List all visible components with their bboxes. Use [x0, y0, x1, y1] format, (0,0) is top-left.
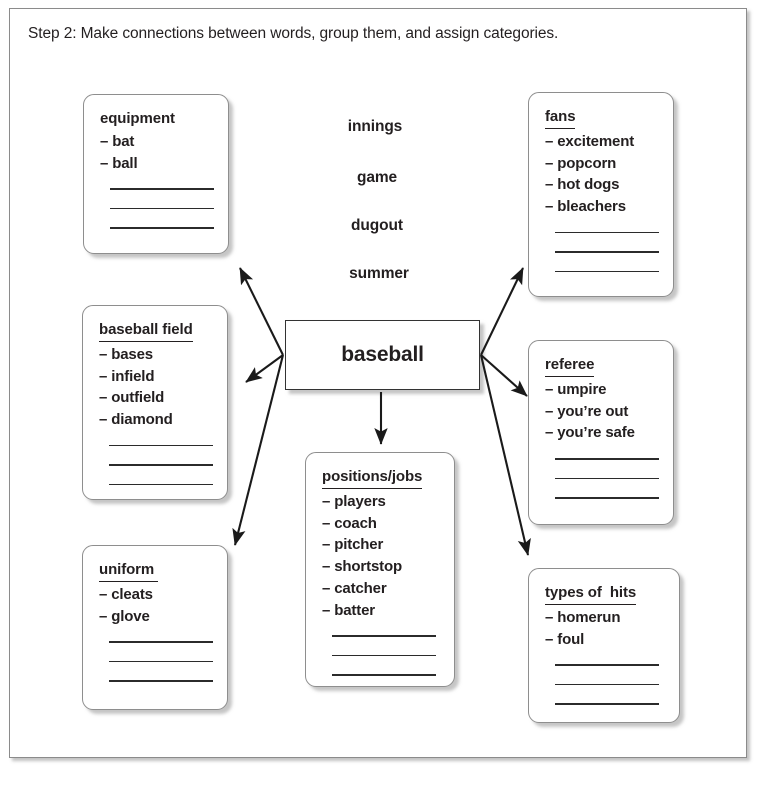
category-card-equipment[interactable]: equipment batball — [83, 94, 229, 254]
blank-lines-group — [545, 458, 663, 499]
card-content: fansexcitementpopcornhot dogsbleachers — [545, 107, 663, 273]
list-item: pitcher — [322, 534, 444, 556]
list-item: umpire — [545, 379, 663, 401]
category-item-list: basesinfieldoutfielddiamond — [99, 344, 217, 431]
blank-write-line[interactable] — [555, 683, 659, 686]
blank-write-line[interactable] — [110, 227, 214, 229]
blank-lines-group — [99, 444, 217, 486]
list-item: infield — [99, 366, 217, 388]
list-item: homerun — [545, 607, 669, 629]
card-content: types of hitshomerunfoul — [545, 583, 669, 705]
category-title: baseball field — [99, 320, 193, 342]
category-item-list: homerunfoul — [545, 607, 669, 651]
category-title: types of hits — [545, 583, 636, 605]
blank-lines-group — [545, 664, 669, 705]
floating-word[interactable]: summer — [349, 265, 409, 282]
blank-write-line[interactable] — [332, 674, 436, 676]
card-content: equipment batball — [100, 109, 218, 229]
blank-lines-group — [545, 231, 663, 273]
category-item-list: umpireyou’re outyou’re safe — [545, 379, 663, 444]
category-title: uniform — [99, 560, 159, 582]
blank-write-line[interactable] — [109, 660, 213, 663]
blank-write-line[interactable] — [555, 703, 659, 705]
list-item: foul — [545, 629, 669, 651]
blank-write-line[interactable] — [110, 188, 214, 190]
card-content: baseball fieldbasesinfieldoutfielddiamon… — [99, 320, 217, 486]
blank-lines-group — [100, 188, 218, 229]
card-content: positions/jobsplayerscoachpitchershortst… — [322, 467, 444, 676]
list-item: shortstop — [322, 556, 444, 578]
list-item: you’re out — [545, 401, 663, 423]
floating-word[interactable]: innings — [347, 118, 403, 135]
category-title: referee — [545, 355, 594, 377]
blank-write-line[interactable] — [110, 207, 214, 210]
page-title: Step 2: Make connections between words, … — [28, 25, 559, 42]
category-card-baseball-field[interactable]: baseball fieldbasesinfieldoutfielddiamon… — [82, 305, 228, 500]
category-item-list: playerscoachpitchershortstopcatcherbatte… — [322, 491, 444, 622]
category-card-types-of-hits[interactable]: types of hitshomerunfoul — [528, 568, 680, 723]
blank-write-line[interactable] — [555, 231, 659, 234]
list-item: you’re safe — [545, 422, 663, 444]
list-item: bat — [100, 131, 218, 153]
blank-write-line[interactable] — [555, 458, 659, 460]
blank-write-line[interactable] — [332, 654, 436, 657]
blank-write-line[interactable] — [109, 444, 213, 447]
list-item: ball — [100, 153, 218, 175]
floating-word[interactable]: dugout — [351, 217, 403, 234]
category-card-referee[interactable]: refereeumpireyou’re outyou’re safe — [528, 340, 674, 525]
blank-write-line[interactable] — [332, 635, 436, 637]
blank-write-line[interactable] — [555, 664, 659, 666]
floating-word[interactable]: game — [356, 169, 398, 186]
list-item: outfield — [99, 387, 217, 409]
category-card-fans[interactable]: fansexcitementpopcornhot dogsbleachers — [528, 92, 674, 297]
list-item: excitement — [545, 131, 663, 153]
blank-write-line[interactable] — [109, 464, 213, 466]
blank-write-line[interactable] — [109, 680, 213, 682]
blank-write-line[interactable] — [109, 641, 213, 643]
center-concept-label: baseball — [341, 343, 424, 366]
list-item: glove — [99, 606, 217, 628]
list-item: hot dogs — [545, 174, 663, 196]
blank-write-line[interactable] — [555, 497, 659, 499]
list-item: catcher — [322, 578, 444, 600]
category-title: equipment — [100, 110, 175, 127]
card-content: refereeumpireyou’re outyou’re safe — [545, 355, 663, 499]
list-item: popcorn — [545, 153, 663, 175]
blank-lines-group — [322, 635, 444, 676]
list-item: diamond — [99, 409, 217, 431]
category-title: positions/jobs — [322, 467, 422, 489]
category-card-positions-jobs[interactable]: positions/jobsplayerscoachpitchershortst… — [305, 452, 455, 687]
blank-write-line[interactable] — [109, 483, 213, 486]
category-title: fans — [545, 107, 576, 129]
category-card-uniform[interactable]: uniform cleatsglove — [82, 545, 228, 710]
center-concept-box[interactable]: baseball — [285, 320, 480, 390]
list-item: bleachers — [545, 196, 663, 218]
category-item-list: excitementpopcornhot dogsbleachers — [545, 131, 663, 218]
category-item-list: cleatsglove — [99, 584, 217, 628]
blank-write-line[interactable] — [555, 251, 659, 253]
blank-write-line[interactable] — [555, 270, 659, 273]
list-item: batter — [322, 600, 444, 622]
card-content: uniform cleatsglove — [99, 560, 217, 682]
category-item-list: batball — [100, 131, 218, 175]
list-item: players — [322, 491, 444, 513]
blank-lines-group — [99, 641, 217, 682]
list-item: coach — [322, 513, 444, 535]
blank-write-line[interactable] — [555, 477, 659, 480]
list-item: bases — [99, 344, 217, 366]
list-item: cleats — [99, 584, 217, 606]
